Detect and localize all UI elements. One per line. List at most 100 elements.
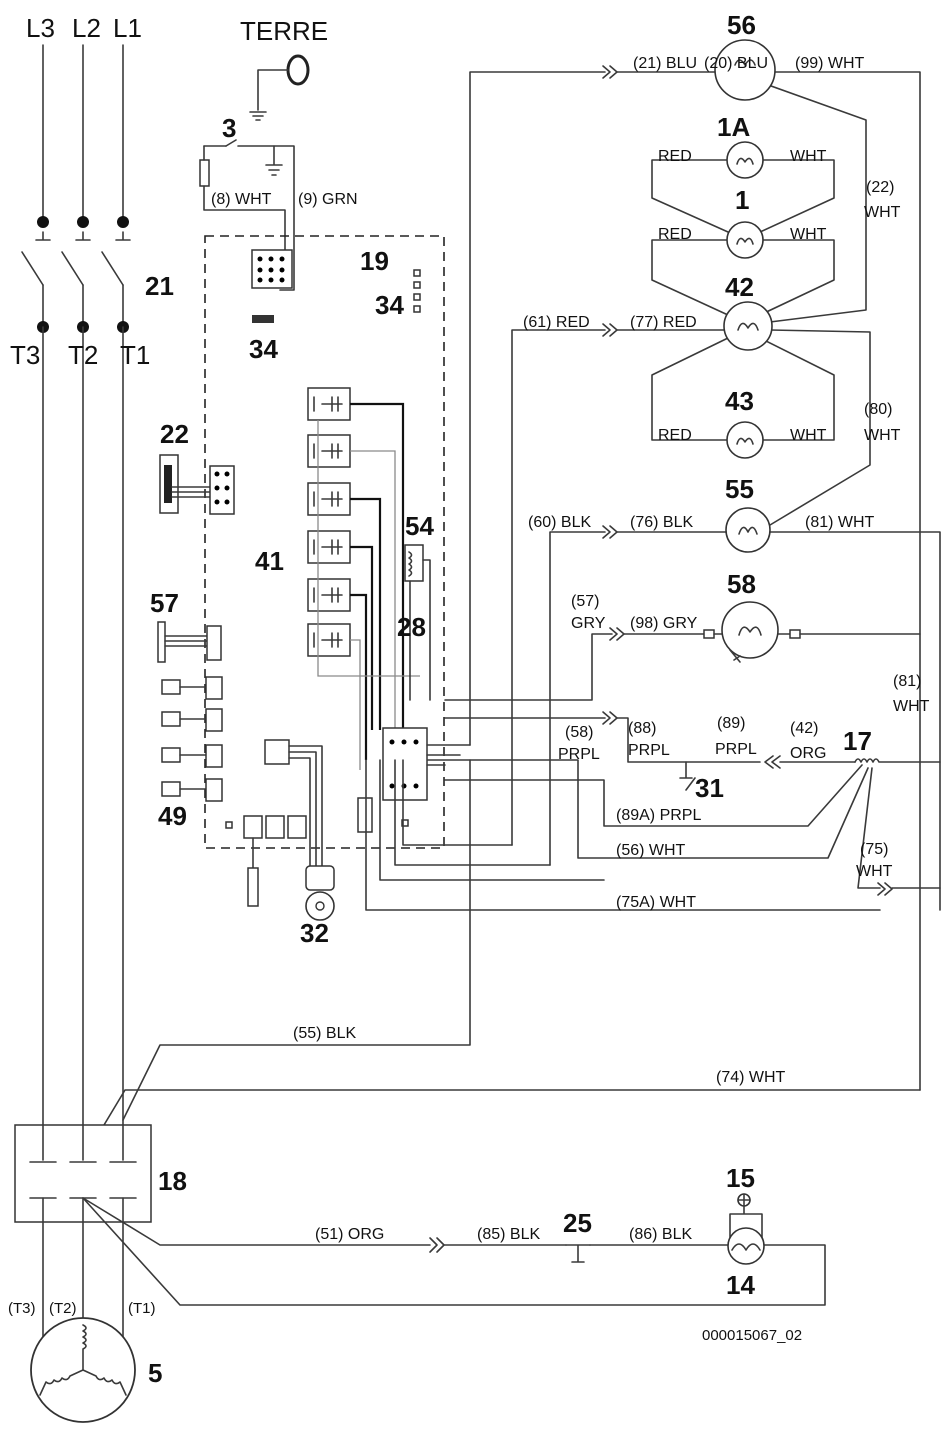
switch-3 [199,139,295,291]
label-55: 55 [725,474,754,504]
label-17: 17 [843,726,872,756]
component-32 [243,739,335,921]
label-31: 31 [695,773,724,803]
label-28: 28 [397,612,426,642]
label-t1: T1 [120,340,150,370]
label-t3: T3 [10,340,40,370]
label-57: 57 [150,588,179,618]
device-1 [726,221,764,259]
control-board-outline [204,235,445,849]
ground-symbol [249,54,310,121]
wire-58-num: (58) [565,724,593,741]
label-l1: L1 [113,13,142,43]
label-3: 3 [222,113,236,143]
motor-terminal-t2: (T2) [49,1300,77,1317]
wire-85: (85) BLK [477,1226,540,1243]
wire-80-num: (80) [864,401,892,418]
label-l2: L2 [72,13,101,43]
wire-77: (77) RED [630,314,697,331]
wire-wht-1a: WHT [790,148,827,165]
wire-81b-color: WHT [893,698,930,715]
wire-8: (8) WHT [211,191,272,208]
label-terre: TERRE [240,16,328,46]
wire-76: (76) BLK [630,514,693,531]
label-1: 1 [735,185,749,215]
wire-22-color: WHT [864,204,901,221]
connector-22 [159,454,235,515]
label-34-left: 34 [249,334,278,364]
device-43 [726,421,764,459]
device-42 [723,301,773,351]
motor-terminal-t1: (T1) [128,1300,156,1317]
wire-22-num: (22) [866,179,894,196]
wire-57-num: (57) [571,593,599,610]
wire-57-color: GRY [571,615,606,632]
wire-20: (20) BLU [704,55,768,72]
component-54 [404,544,431,701]
label-22: 22 [160,419,189,449]
label-56: 56 [727,10,756,40]
wire-88-num: (88) [628,720,656,737]
wire-58-color: PRPL [558,746,600,763]
contactor-18 [14,1124,826,1361]
label-32: 32 [300,918,329,948]
motor-5 [30,1317,136,1423]
wire-75-color: WHT [856,863,893,880]
right-wiring [82,65,941,1161]
wire-9: (9) GRN [298,191,358,208]
wire-21: (21) BLU [633,55,697,72]
device-58 [721,601,779,663]
label-42: 42 [725,272,754,302]
wire-89-color: PRPL [715,741,757,758]
supply-lines [21,44,131,1126]
wire-red-43: RED [658,427,692,444]
label-19: 19 [360,246,389,276]
wire-89-num: (89) [717,715,745,732]
wire-81: (81) WHT [805,514,875,531]
label-25: 25 [563,1208,592,1238]
label-21: 21 [145,271,174,301]
label-18: 18 [158,1166,187,1196]
wire-56: (56) WHT [616,842,686,859]
label-43: 43 [725,386,754,416]
wire-88-color: PRPL [628,742,670,759]
wire-98: (98) GRY [630,615,698,632]
wire-80-color: WHT [864,427,901,444]
wire-wht-43: WHT [790,427,827,444]
label-54: 54 [405,511,434,541]
label-58: 58 [727,569,756,599]
connectors-49 [157,621,223,802]
relays-41 [307,387,420,770]
wire-75a: (75A) WHT [616,894,696,911]
label-t2: T2 [68,340,98,370]
wire-42-color: ORG [790,745,826,762]
wire-74: (74) WHT [716,1069,786,1086]
terminal-block [225,727,471,833]
board-connectors [251,249,421,323]
wire-42-num: (42) [790,720,818,737]
wire-red-1a: RED [658,148,692,165]
wire-red-1: RED [658,226,692,243]
label-l3: L3 [26,13,55,43]
label-34-right: 34 [375,290,404,320]
wire-wht-1: WHT [790,226,827,243]
wire-75-num: (75) [860,841,888,858]
wire-51: (51) ORG [315,1226,384,1243]
wire-61: (61) RED [523,314,590,331]
wire-99: (99) WHT [795,55,865,72]
component-15-14 [727,1193,765,1265]
label-5: 5 [148,1358,162,1388]
wire-89a: (89A) PRPL [616,807,701,824]
label-41: 41 [255,546,284,576]
wire-86: (86) BLK [629,1226,692,1243]
drawing-id: 000015067_02 [702,1327,802,1344]
label-15: 15 [726,1163,755,1193]
device-1a [726,141,764,179]
wire-55: (55) BLK [293,1025,356,1042]
wire-81b-num: (81) [893,673,921,690]
wire-60: (60) BLK [528,514,591,531]
motor-terminal-t3: (T3) [8,1300,36,1317]
label-1a: 1A [717,112,750,142]
device-55 [725,507,771,553]
